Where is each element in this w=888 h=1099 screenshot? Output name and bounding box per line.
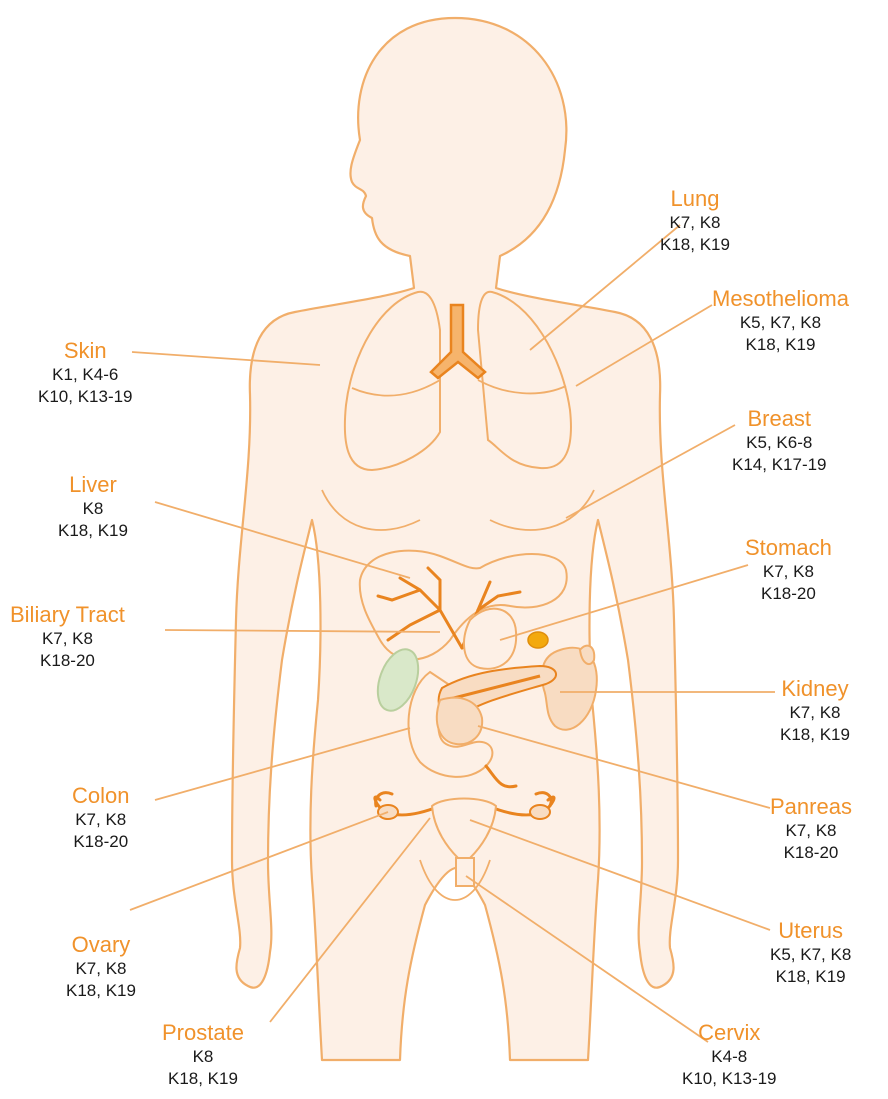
label-skin-name: Skin	[38, 338, 133, 364]
label-prostate-k1: K8	[162, 1047, 244, 1067]
label-colon-k1: K7, K8	[72, 810, 129, 830]
label-meso-name: Mesothelioma	[712, 286, 849, 312]
label-cervix-name: Cervix	[682, 1020, 777, 1046]
label-uterus-k2: K18, K19	[770, 967, 851, 987]
label-pancreas: Panreas K7, K8 K18-20	[770, 794, 852, 863]
label-colon-k2: K18-20	[72, 832, 129, 852]
label-stomach-k1: K7, K8	[745, 562, 832, 582]
pancreas-head	[437, 698, 482, 745]
stomach	[464, 609, 516, 669]
label-ovary-k1: K7, K8	[66, 959, 136, 979]
label-mesothelioma: Mesothelioma K5, K7, K8 K18, K19	[712, 286, 849, 355]
label-kidney-name: Kidney	[780, 676, 850, 702]
label-ovary-name: Ovary	[66, 932, 136, 958]
adrenal-gland	[528, 632, 548, 648]
label-kidney: Kidney K7, K8 K18, K19	[780, 676, 850, 745]
label-kidney-k1: K7, K8	[780, 703, 850, 723]
label-stomach-k2: K18-20	[745, 584, 832, 604]
label-breast-k2: K14, K17-19	[732, 455, 827, 475]
cervix-shape	[456, 858, 474, 886]
label-cervix: Cervix K4-8 K10, K13-19	[682, 1020, 777, 1089]
label-pancreas-name: Panreas	[770, 794, 852, 820]
label-pancreas-k1: K7, K8	[770, 821, 852, 841]
body-silhouette	[232, 18, 678, 1060]
ovary-right	[530, 805, 550, 819]
label-cervix-k1: K4-8	[682, 1047, 777, 1067]
label-uterus-name: Uterus	[770, 918, 851, 944]
label-uterus-k1: K5, K7, K8	[770, 945, 851, 965]
label-liver-k2: K18, K19	[58, 521, 128, 541]
label-prostate-k2: K18, K19	[162, 1069, 244, 1089]
label-liver-name: Liver	[58, 472, 128, 498]
label-breast: Breast K5, K6-8 K14, K17-19	[732, 406, 827, 475]
label-meso-k1: K5, K7, K8	[712, 313, 849, 333]
label-breast-name: Breast	[732, 406, 827, 432]
label-liver: Liver K8 K18, K19	[58, 472, 128, 541]
label-lung-name: Lung	[660, 186, 730, 212]
label-biliary-k1: K7, K8	[10, 629, 125, 649]
label-biliary-name: Biliary Tract	[10, 602, 125, 628]
label-ovary: Ovary K7, K8 K18, K19	[66, 932, 136, 1001]
label-stomach-name: Stomach	[745, 535, 832, 561]
label-colon: Colon K7, K8 K18-20	[72, 783, 129, 852]
label-uterus: Uterus K5, K7, K8 K18, K19	[770, 918, 851, 987]
label-biliary-tract: Biliary Tract K7, K8 K18-20	[10, 602, 125, 671]
label-lung-k2: K18, K19	[660, 235, 730, 255]
label-biliary-k2: K18-20	[10, 651, 125, 671]
label-liver-k1: K8	[58, 499, 128, 519]
label-cervix-k2: K10, K13-19	[682, 1069, 777, 1089]
label-prostate-name: Prostate	[162, 1020, 244, 1046]
label-colon-name: Colon	[72, 783, 129, 809]
label-ovary-k2: K18, K19	[66, 981, 136, 1001]
label-skin: Skin K1, K4-6 K10, K13-19	[38, 338, 133, 407]
label-meso-k2: K18, K19	[712, 335, 849, 355]
label-skin-k2: K10, K13-19	[38, 387, 133, 407]
label-kidney-k2: K18, K19	[780, 725, 850, 745]
label-lung-k1: K7, K8	[660, 213, 730, 233]
label-prostate: Prostate K8 K18, K19	[162, 1020, 244, 1089]
label-breast-k1: K5, K6-8	[732, 433, 827, 453]
label-skin-k1: K1, K4-6	[38, 365, 133, 385]
label-lung: Lung K7, K8 K18, K19	[660, 186, 730, 255]
label-pancreas-k2: K18-20	[770, 843, 852, 863]
label-stomach: Stomach K7, K8 K18-20	[745, 535, 832, 604]
